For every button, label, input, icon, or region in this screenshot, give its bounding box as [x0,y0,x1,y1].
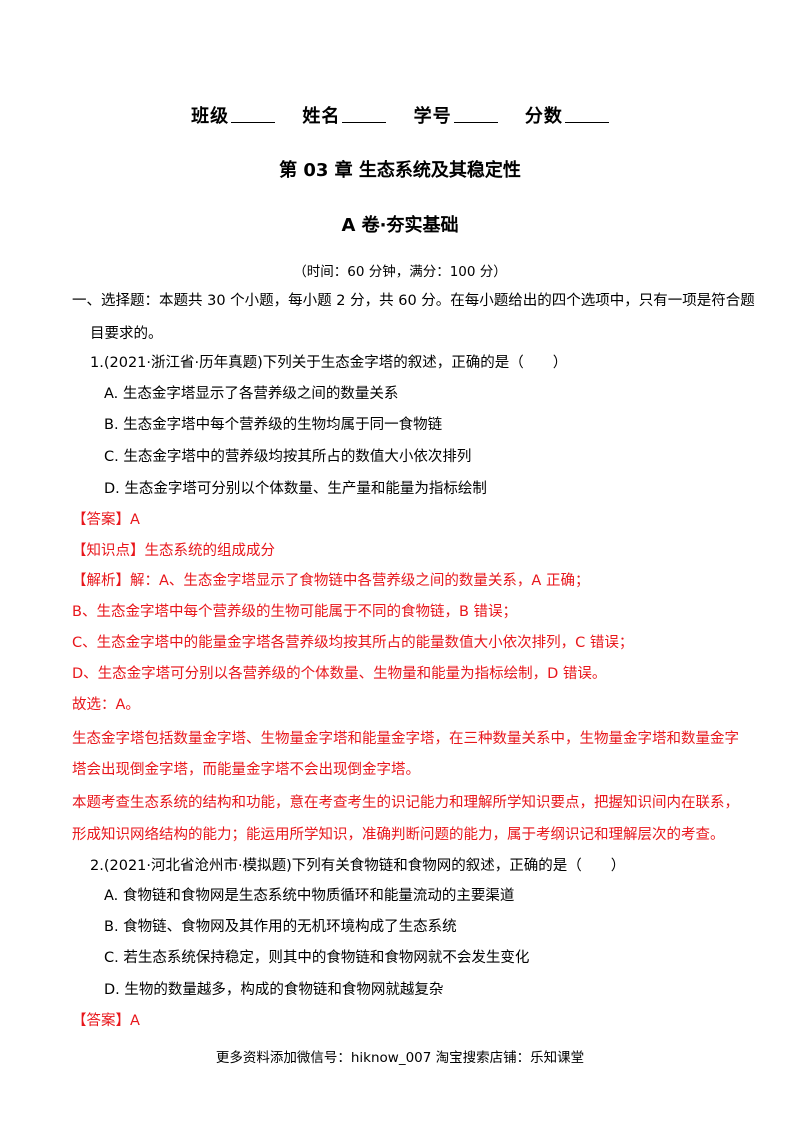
score-field: 分数 [525,106,609,127]
section-instructions-line-2: 目要求的。 [90,326,163,342]
question-1-knowledge-point: 【知识点】生态系统的组成成分 [72,543,275,559]
student-info-header: 班级 姓名 学号 分数 [0,106,800,127]
question-1-stem: 1.(2021·浙江省·历年真题)下列关于生态金字塔的叙述，正确的是（ ） [90,355,568,371]
question-1-option-d: D. 生态金字塔可分别以个体数量、生产量和能量为指标绘制 [104,481,487,497]
chapter-title: 第 03 章 生态系统及其稳定性 [279,160,521,181]
class-label: 班级 [191,106,230,127]
question-1-answer: 【答案】A [72,512,140,528]
question-1-summary-line-1: 本题考查生态系统的结构和功能，意在考查考生的识记能力和理解所学知识要点，把握知识… [72,795,739,811]
page-footer: 更多资料添加微信号：hiknow_007 淘宝搜索店铺：乐知课堂 [215,1050,585,1066]
question-1-explanation-line-1: 生态金字塔包括数量金字塔、生物量金字塔和能量金字塔，在三种数量关系中，生物量金字… [72,731,739,747]
score-blank [564,106,609,123]
question-2-option-b: B. 食物链、食物网及其作用的无机环境构成了生态系统 [104,919,457,935]
class-blank [231,106,276,123]
student-id-field: 学号 [414,106,498,127]
student-id-blank [453,106,498,123]
name-blank [342,106,387,123]
question-1-choice: 故选：A。 [72,697,140,713]
section-instructions-line-1: 一、选择题：本题共 30 个小题，每小题 2 分，共 60 分。在每小题给出的四… [72,293,755,309]
question-1-explanation-line-2: 塔会出现倒金字塔，而能量金字塔不会出现倒金字塔。 [72,762,420,778]
question-2-option-c: C. 若生态系统保持稳定，则其中的食物链和食物网就不会发生变化 [104,950,530,966]
question-2-stem: 2.(2021·河北省沧州市·模拟题)下列有关食物链和食物网的叙述，正确的是（ … [90,858,626,874]
section-subtitle: A 卷·夯实基础 [341,215,459,236]
question-1-analysis-line-3: C、生态金字塔中的能量金字塔各营养级均按其所占的能量数值大小依次排列，C 错误； [72,635,634,651]
name-field: 姓名 [302,106,387,127]
score-label: 分数 [524,106,563,127]
question-1-analysis-line-2: B、生态金字塔中每个营养级的生物可能属于不同的食物链，B 错误； [72,604,518,620]
class-field: 班级 [191,106,276,127]
question-1-option-a: A. 生态金字塔显示了各营养级之间的数量关系 [104,386,399,402]
question-1-analysis-line-1: 【解析】解：A、生态金字塔显示了食物链中各营养级之间的数量关系，A 正确； [72,573,590,589]
question-1-analysis-line-4: D、生态金字塔可分别以各营养级的个体数量、生物量和能量为指标绘制，D 错误。 [72,666,607,682]
name-label: 姓名 [302,106,341,127]
question-1-summary-line-2: 形成知识网络结构的能力；能运用所学知识，准确判断问题的能力，属于考纲识记和理解层… [72,827,725,843]
question-2-answer: 【答案】A [72,1013,140,1029]
question-1-option-b: B. 生态金字塔中每个营养级的生物均属于同一食物链 [104,417,443,433]
question-2-option-d: D. 生物的数量越多，构成的食物链和食物网就越复杂 [104,982,444,998]
question-1-option-c: C. 生态金字塔中的营养级均按其所占的数值大小依次排列 [104,449,472,465]
exam-time-info: （时间：60 分钟，满分：100 分） [293,264,507,280]
student-id-label: 学号 [413,106,452,127]
question-2-option-a: A. 食物链和食物网是生态系统中物质循环和能量流动的主要渠道 [104,888,515,904]
